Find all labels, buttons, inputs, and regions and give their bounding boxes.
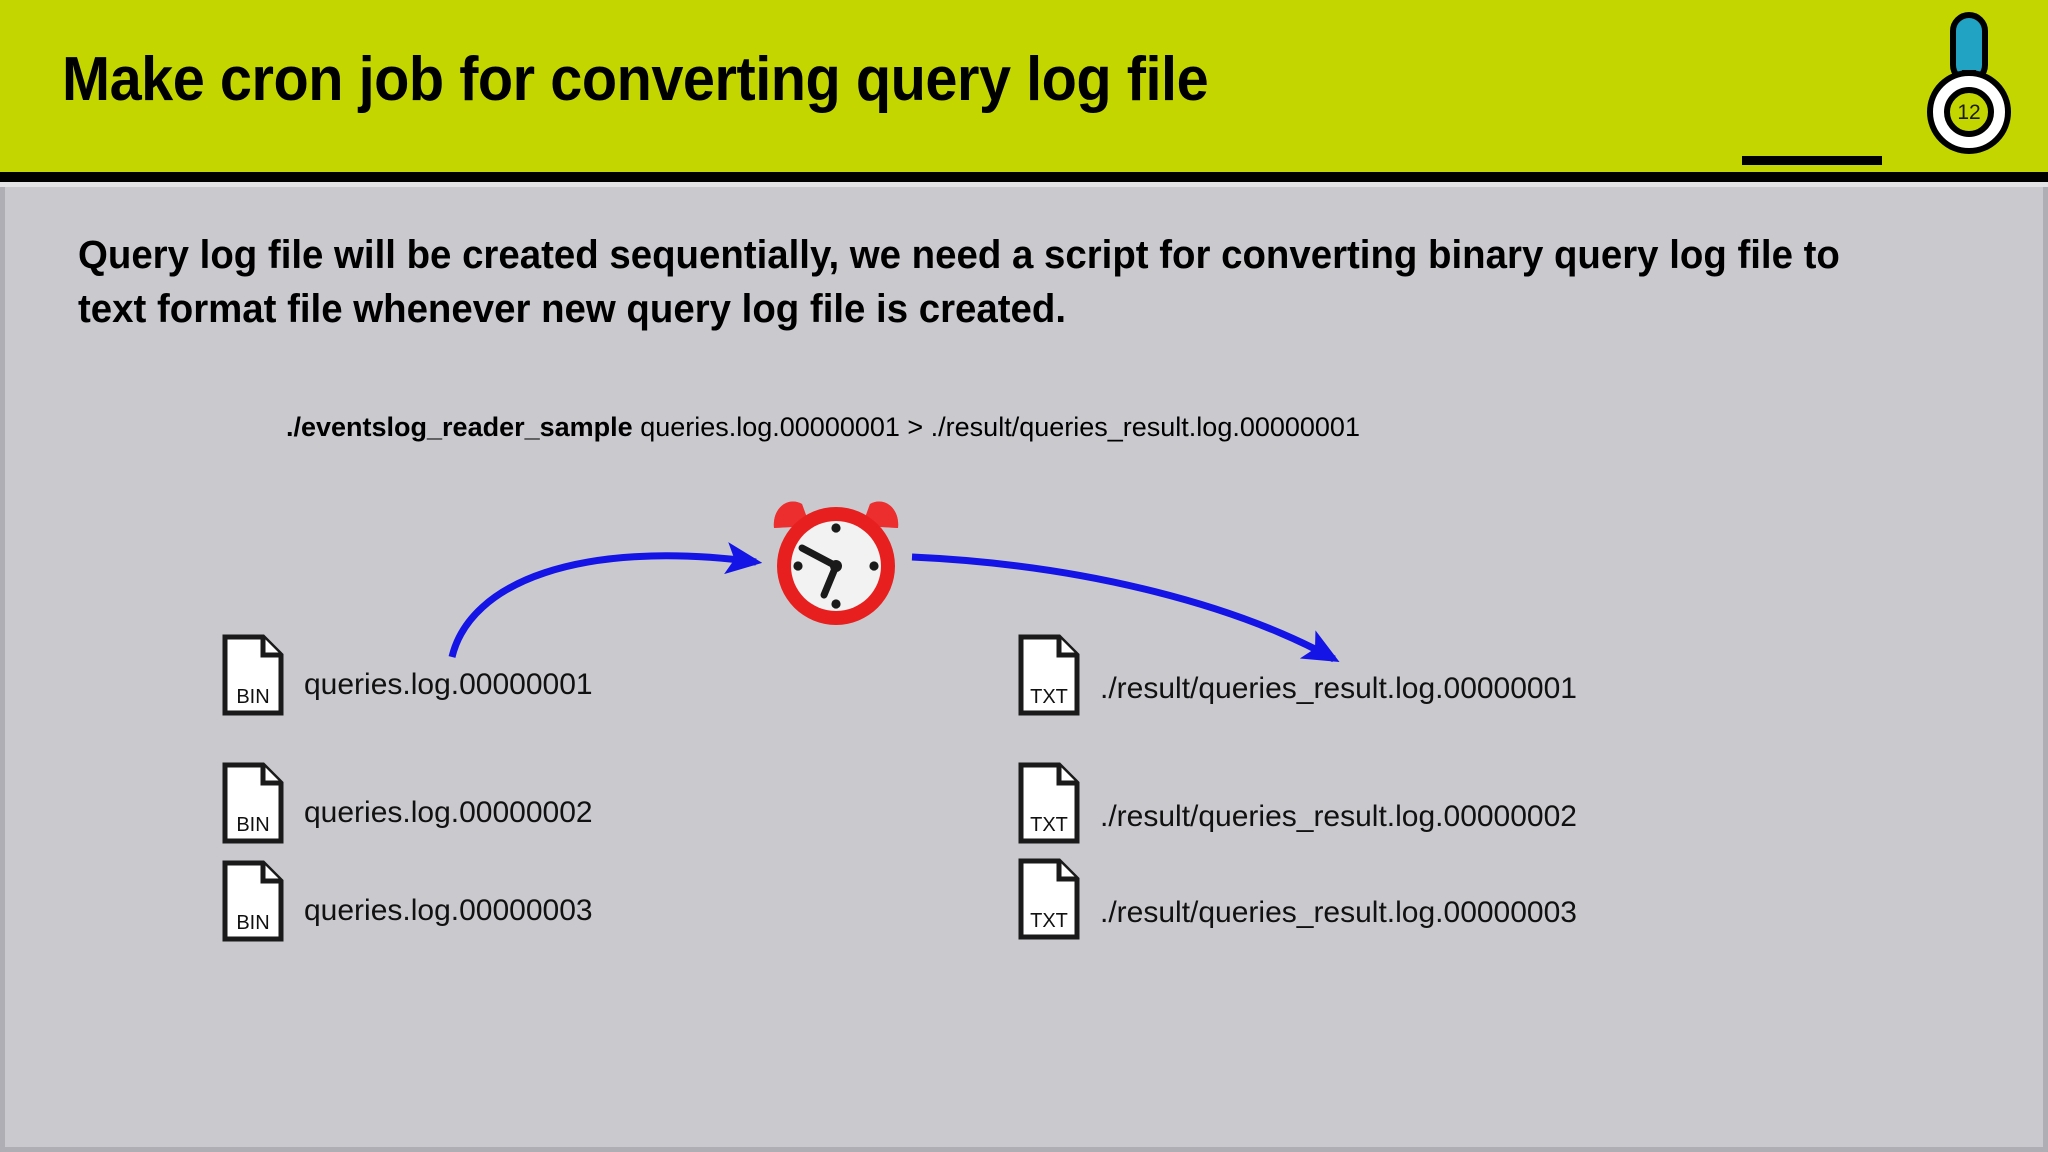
clock-mark-3	[869, 561, 879, 571]
file-name-label: ./result/queries_result.log.00000003	[1100, 896, 1577, 929]
list-item[interactable]: TXT ./result/queries_result.log.00000002	[1018, 755, 1577, 851]
clock-mark-12	[831, 523, 841, 533]
command-line: ./eventslog_reader_sample queries.log.00…	[286, 412, 1360, 443]
page-title: Make cron job for converting query log f…	[62, 45, 1209, 114]
page-number-badge: 12	[1920, 12, 2020, 154]
clock-hand-hour	[798, 544, 840, 570]
file-type-label: TXT	[1030, 686, 1068, 708]
list-item[interactable]: BIN queries.log.00000003	[222, 853, 593, 949]
bin-file-icon: BIN	[222, 762, 284, 844]
clock-mark-9	[793, 561, 803, 571]
badge-inner-ring-icon: 12	[1944, 87, 1994, 137]
file-type-label: BIN	[236, 686, 269, 708]
command-rest-part: queries.log.00000001 > ./result/queries_…	[632, 412, 1360, 442]
list-item[interactable]: TXT ./result/queries_result.log.00000001	[1018, 627, 1577, 723]
header-band	[0, 0, 2048, 172]
file-type-label: TXT	[1030, 814, 1068, 836]
command-bold-part: ./eventslog_reader_sample	[286, 412, 633, 442]
file-type-label: BIN	[236, 814, 269, 836]
bin-file-icon: BIN	[222, 860, 284, 942]
header-divider-light	[0, 182, 2048, 187]
txt-file-icon: TXT	[1018, 762, 1080, 844]
badge-outer-ring-icon	[1927, 70, 2011, 154]
file-type-label: BIN	[236, 912, 269, 934]
file-name-label: queries.log.00000002	[304, 796, 593, 829]
clock-center-pin	[830, 560, 842, 572]
file-type-label: TXT	[1030, 910, 1068, 932]
list-item[interactable]: BIN queries.log.00000002	[222, 755, 593, 851]
lead-paragraph: Query log file will be created sequentia…	[78, 233, 1840, 332]
clock-mark-6	[831, 599, 841, 609]
file-name-label: ./result/queries_result.log.00000002	[1100, 800, 1577, 833]
file-name-label: queries.log.00000003	[304, 894, 593, 927]
page-number-text: 12	[1957, 100, 1981, 124]
txt-file-icon: TXT	[1018, 858, 1080, 940]
header-divider-black	[0, 172, 2048, 182]
txt-file-icon: TXT	[1018, 634, 1080, 716]
file-name-label: queries.log.00000001	[304, 668, 593, 701]
bin-file-icon: BIN	[222, 634, 284, 716]
file-name-label: ./result/queries_result.log.00000001	[1100, 672, 1577, 705]
list-item[interactable]: TXT ./result/queries_result.log.00000003	[1018, 851, 1577, 947]
list-item[interactable]: BIN queries.log.00000001	[222, 627, 593, 723]
badge-underline	[1742, 156, 1882, 165]
alarm-clock-icon	[773, 501, 899, 625]
